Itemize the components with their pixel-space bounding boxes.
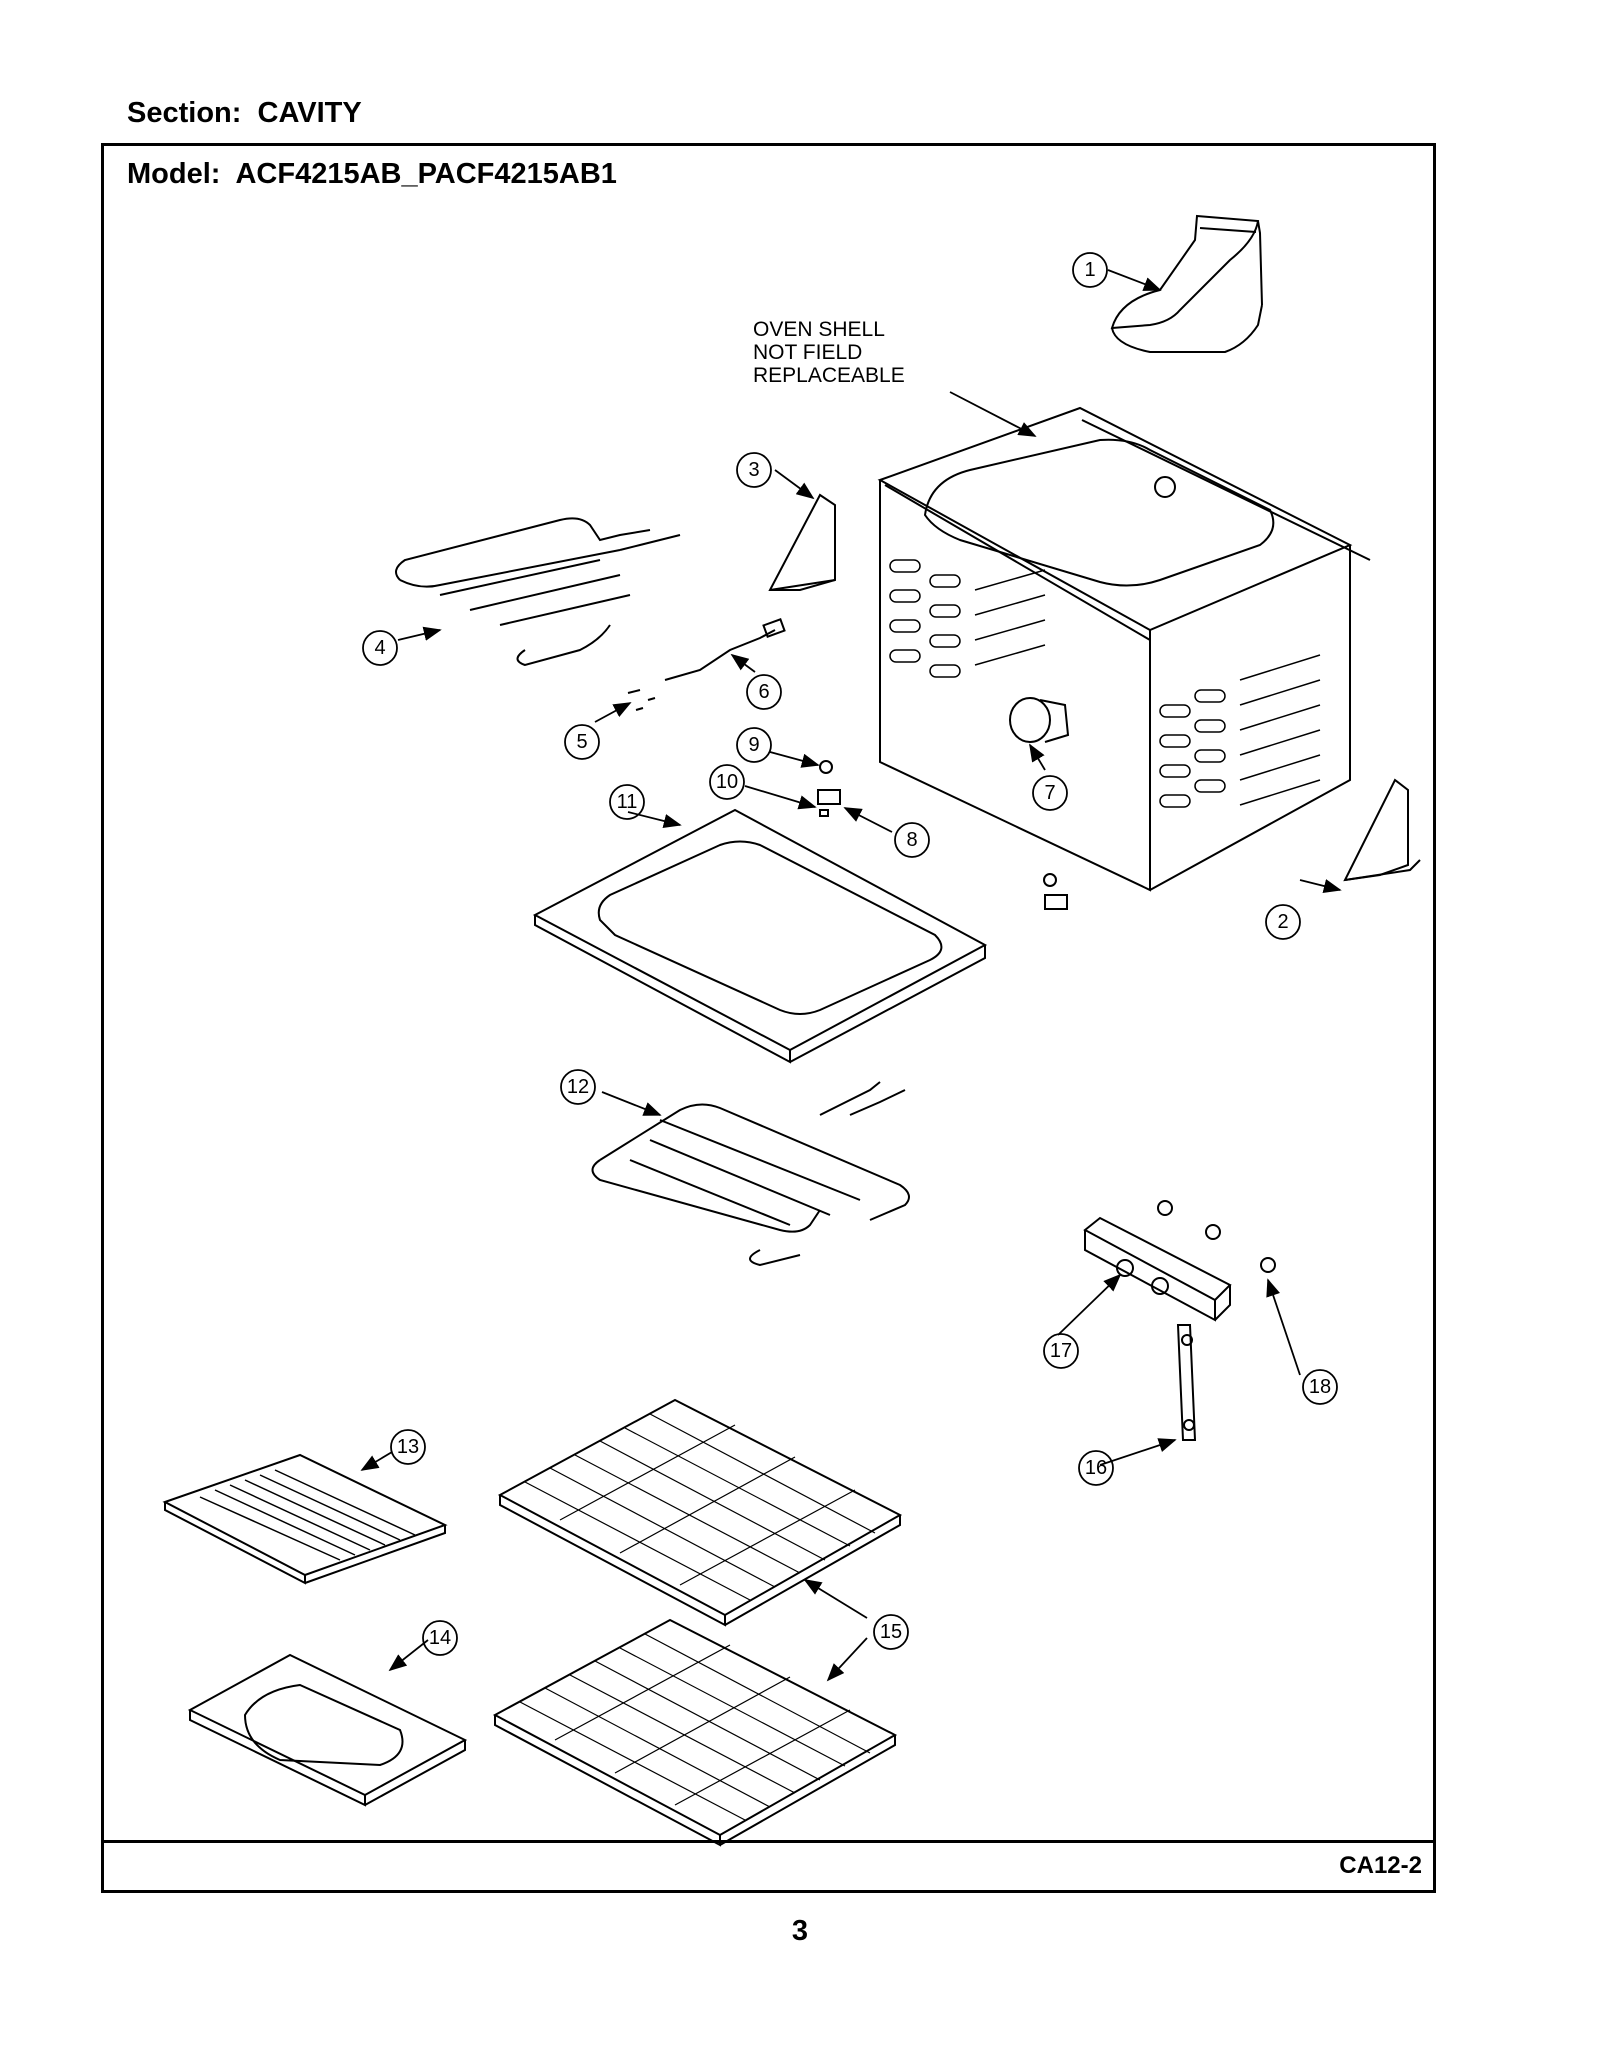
callout-11 (609, 784, 645, 820)
leader-lines (360, 269, 1342, 1682)
callout-15 (873, 1614, 909, 1650)
note-line-2: NOT FIELD (753, 341, 863, 364)
callout-2 (1265, 904, 1301, 940)
callout-11-label: 11 (617, 791, 638, 813)
callout-5 (564, 724, 600, 760)
callout-4-label: 4 (374, 637, 385, 659)
callout-8 (894, 822, 930, 858)
part-4-broil-element (395, 517, 681, 667)
callout-1 (1072, 252, 1108, 288)
page-number: 3 (791, 1915, 809, 1947)
footer-divider (101, 1840, 1436, 1843)
callout-16 (1078, 1450, 1114, 1486)
callout-13-label: 13 (397, 1436, 419, 1458)
callout-5-label: 5 (576, 731, 587, 753)
callout-9 (736, 727, 772, 763)
callout-9-label: 9 (748, 734, 759, 756)
oven-shell-note: OVEN SHELL NOT FIELD REPLACEABLE (753, 318, 905, 387)
callout-6 (746, 674, 782, 710)
callout-10 (709, 764, 745, 800)
part-1-baffle (1110, 214, 1263, 353)
part-2-bracket (1343, 778, 1421, 882)
callout-17 (1043, 1333, 1079, 1369)
part-6-sensor (627, 618, 786, 711)
callout-12-label: 12 (567, 1076, 589, 1098)
part-13-broiler-insert (162, 1453, 448, 1585)
callout-10-label: 10 (716, 771, 738, 793)
callout-12 (560, 1069, 596, 1105)
callout-17-label: 17 (1050, 1340, 1072, 1362)
callouts (362, 252, 1338, 1656)
callout-3-label: 3 (748, 459, 759, 481)
callout-13 (390, 1429, 426, 1465)
part-11-bottom-panel (532, 808, 988, 1064)
section-title: Section: CAVITY (127, 97, 362, 129)
callout-3 (736, 452, 772, 488)
part-14-broiler-pan (187, 1653, 468, 1807)
note-line-1: OVEN SHELL (753, 318, 885, 341)
callout-16-label: 16 (1085, 1457, 1107, 1479)
callout-1-label: 1 (1084, 259, 1095, 281)
callout-4 (362, 630, 398, 666)
callout-2-label: 2 (1277, 911, 1288, 933)
callout-18-label: 18 (1309, 1376, 1331, 1398)
part-15-oven-racks (492, 1398, 903, 1847)
callout-6-label: 6 (758, 681, 769, 703)
callout-8-label: 8 (906, 829, 917, 851)
part-17-terminal-block (1083, 1200, 1276, 1441)
diagram-code: CA12-2 (1339, 1852, 1422, 1879)
oven-shell (877, 406, 1371, 892)
diagram-frame (101, 143, 1436, 1893)
part-3-bracket (768, 493, 836, 591)
part-8-latch (817, 760, 1068, 910)
callout-18 (1302, 1369, 1338, 1405)
part-12-bake-element (591, 1081, 910, 1267)
model-title: Model: ACF4215AB_PACF4215AB1 (127, 158, 617, 190)
callout-14-label: 14 (429, 1627, 451, 1649)
callout-15-label: 15 (880, 1621, 902, 1643)
note-line-3: REPLACEABLE (753, 364, 905, 387)
callout-7-label: 7 (1044, 782, 1055, 804)
callout-7 (1032, 775, 1068, 811)
callout-14 (422, 1620, 458, 1656)
